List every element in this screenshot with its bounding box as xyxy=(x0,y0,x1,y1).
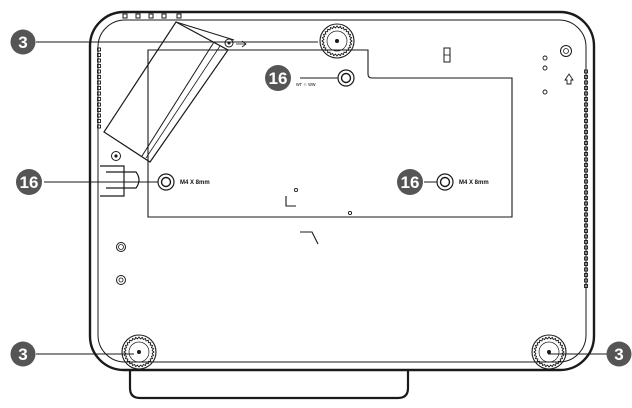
right-top-screw xyxy=(560,45,572,57)
screw-label-right: M4 X 8mm xyxy=(459,180,489,186)
up-arrow-icon xyxy=(564,73,574,85)
svg-text:16: 16 xyxy=(269,69,288,88)
projector-body-outer xyxy=(88,10,596,372)
callout-16-left: 16 xyxy=(16,169,42,195)
leader-lines xyxy=(36,41,610,355)
callout-3-bottom-left: 3 xyxy=(10,341,36,367)
screw-label-left: M4 X 8mm xyxy=(180,180,210,186)
security-screw xyxy=(116,242,126,252)
latch-screw-center xyxy=(114,154,118,158)
latch-screw xyxy=(111,151,121,161)
corner-mark-2 xyxy=(300,231,319,245)
ceiling-mount-hole-right xyxy=(436,173,454,191)
panel-dot-1 xyxy=(293,187,299,193)
left-vent-slots xyxy=(97,47,101,129)
top-vent-squares xyxy=(122,13,182,19)
ceiling-mount-hole-top xyxy=(337,69,355,87)
central-panel xyxy=(147,49,513,218)
lamp-cover-edge-2 xyxy=(145,45,221,159)
lower-screw xyxy=(116,275,126,285)
lamp-cover xyxy=(103,21,229,163)
lamp-cover-screw xyxy=(224,38,234,48)
front-stand xyxy=(128,370,410,400)
lamp-cover-top xyxy=(175,21,235,41)
right-hole-3 xyxy=(542,89,548,95)
security-screw-inner xyxy=(118,244,124,250)
right-hole-2 xyxy=(542,65,548,71)
right-vent-slots xyxy=(584,69,588,288)
svg-text:16: 16 xyxy=(401,173,420,192)
top-screw-label-mark: ᴡᴛ ∩ ᴡᴡ xyxy=(296,82,316,88)
adjuster-foot-bottom-left xyxy=(121,334,157,370)
adjuster-foot-top xyxy=(319,23,355,59)
svg-text:3: 3 xyxy=(18,33,27,52)
callout-16-top: 16 xyxy=(265,65,291,91)
right-top-screw-inner xyxy=(563,48,569,54)
callout-3-top: 3 xyxy=(10,29,36,55)
callout-16-right: 16 xyxy=(397,169,423,195)
svg-text:3: 3 xyxy=(18,345,27,364)
ceiling-mount-hole-left xyxy=(157,173,175,191)
right-hole-1 xyxy=(542,55,548,61)
lower-screw-inner xyxy=(118,277,124,283)
svg-text:3: 3 xyxy=(614,345,623,364)
lamp-cover-edge xyxy=(141,41,215,157)
svg-text:16: 16 xyxy=(20,173,39,192)
callout-3-bottom-right: 3 xyxy=(606,341,632,367)
corner-mark-1 xyxy=(285,196,296,207)
side-latch xyxy=(100,165,140,197)
adjuster-foot-bottom-right xyxy=(531,334,567,370)
panel-dot-2 xyxy=(347,210,353,216)
